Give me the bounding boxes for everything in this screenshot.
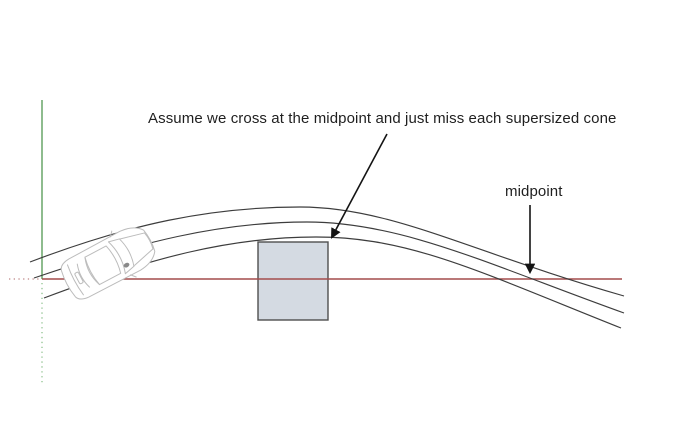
supersized-cone-box — [257, 241, 329, 321]
midpoint-label: midpoint — [505, 183, 563, 200]
car-illustration — [60, 227, 156, 300]
car-mirror-dot — [123, 262, 130, 268]
annotation-text: Assume we cross at the midpoint and just… — [148, 110, 617, 127]
annotation-arrow — [331, 133, 388, 239]
